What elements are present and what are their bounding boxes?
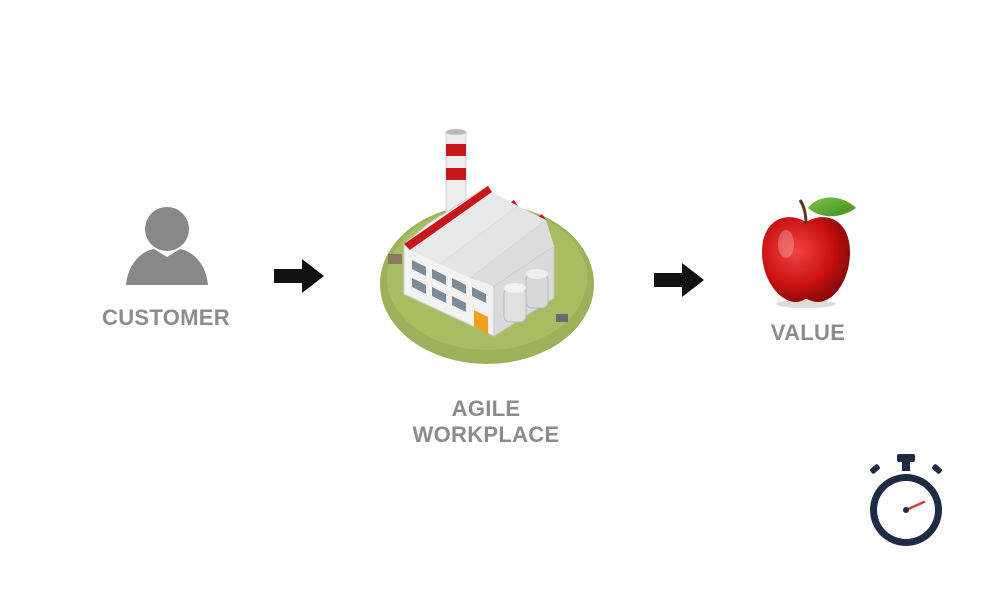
workplace-label: AGILE WORKPLACE <box>380 396 592 448</box>
customer-label: CUSTOMER <box>102 305 230 330</box>
value-label: VALUE <box>770 320 846 345</box>
workplace-label-line-1: AGILE <box>451 396 521 421</box>
stopwatch-icon <box>860 452 952 552</box>
factory-icon <box>376 126 598 370</box>
workplace-label-line-2: WORKPLACE <box>412 422 560 447</box>
apple-icon <box>756 192 862 310</box>
arrow-right-icon <box>652 260 706 300</box>
arrow-right-icon <box>272 256 326 296</box>
person-icon <box>122 205 212 287</box>
